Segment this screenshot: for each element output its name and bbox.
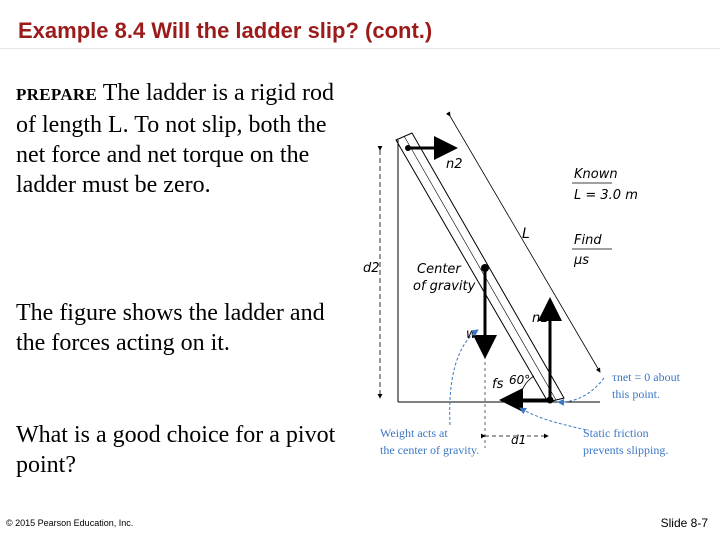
n2-label: n2 bbox=[446, 157, 463, 172]
copyright: © 2015 Pearson Education, Inc. bbox=[6, 518, 134, 528]
title-divider bbox=[0, 48, 720, 49]
prepare-paragraph: PREPARE The ladder is a rigid rod of len… bbox=[16, 78, 356, 200]
length-label: L bbox=[522, 226, 530, 242]
known-title: Known bbox=[574, 167, 618, 182]
slide-title: Example 8.4 Will the ladder slip? (cont.… bbox=[18, 18, 433, 43]
n1-label: n1 bbox=[532, 311, 549, 326]
find-title: Find bbox=[574, 233, 602, 248]
cog-label-line2: of gravity bbox=[413, 279, 476, 294]
friction-callout-arrow bbox=[519, 407, 587, 431]
d2-label: d2 bbox=[363, 261, 380, 276]
pivot-question: What is a good choice for a pivot point? bbox=[16, 422, 336, 478]
cog-label-line1: Center bbox=[417, 262, 462, 277]
torque-callout-arrow bbox=[557, 377, 605, 406]
friction-label: fs bbox=[492, 377, 504, 392]
slide-number: Slide 8-7 bbox=[660, 516, 708, 530]
angle-label: 60° bbox=[509, 373, 530, 387]
weight-label: w bbox=[466, 327, 477, 342]
torque-note-line2: this point. bbox=[612, 387, 660, 401]
wall-contact-point bbox=[405, 145, 411, 151]
prepare-text: The ladder is a rigid rod of length L. T… bbox=[16, 80, 334, 198]
weight-note-line1: Weight acts at bbox=[380, 426, 448, 440]
floor-contact-point bbox=[546, 396, 554, 404]
find-value: μs bbox=[573, 253, 589, 268]
weight-note-line2: the center of gravity. bbox=[380, 443, 479, 457]
known-value: L = 3.0 m bbox=[574, 188, 638, 203]
friction-note-line2: prevents slipping. bbox=[583, 443, 668, 457]
figure-description: The figure shows the ladder and the forc… bbox=[16, 300, 325, 356]
friction-note-line1: Static friction bbox=[583, 426, 649, 440]
angle-arc bbox=[519, 375, 535, 403]
prepare-label: PREPARE bbox=[16, 85, 98, 104]
d1-label: d1 bbox=[511, 433, 526, 447]
weight-callout-arrow bbox=[449, 329, 479, 426]
torque-note-line1: τnet = 0 about bbox=[612, 370, 681, 384]
length-arrow bbox=[445, 111, 601, 373]
